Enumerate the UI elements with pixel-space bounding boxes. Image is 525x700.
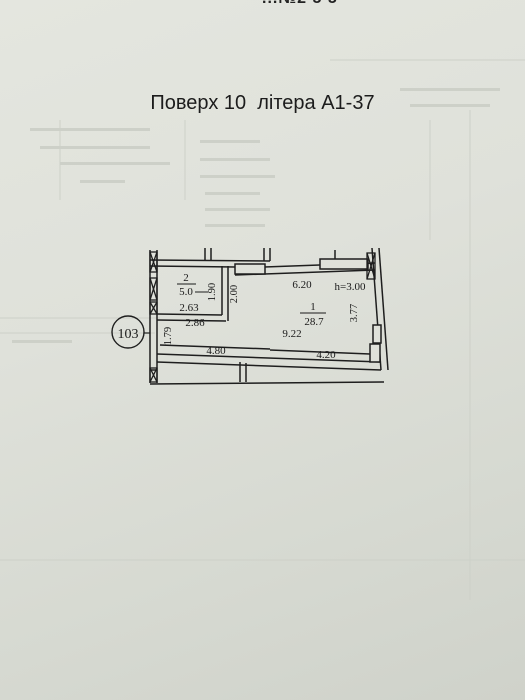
apartment-number-circle: [111, 315, 145, 349]
main-length-dim: 9.22: [282, 328, 301, 340]
floor-title: Поверх 10 літера А1-37: [150, 92, 375, 114]
bottom-wall: [156, 353, 382, 363]
bottom-right-dim: 4.20: [316, 349, 336, 361]
top-right-dim: 6.20: [292, 279, 312, 291]
room2-bottom-dim: 2.86: [185, 317, 205, 329]
room2-bottom-wall: [156, 313, 223, 316]
apartment-number: 103: [118, 327, 139, 342]
left-side-dim: 1.79: [163, 327, 174, 345]
vent-shafts: [149, 251, 376, 383]
bottom-left-dim: 4.80: [206, 345, 226, 357]
header-fragment: ...№2 5 5: [262, 0, 338, 8]
room2-number: 2: [183, 272, 189, 284]
room2-width: 2.63: [179, 302, 199, 314]
room2-right-inner-dim: 1.90: [207, 283, 218, 301]
right-side-dim: 3.77: [349, 304, 360, 322]
room1-area: 28.7: [304, 316, 324, 328]
top-wall-left: [149, 259, 271, 262]
room2-area: 5.0: [179, 286, 193, 298]
room2-right-outer-dim: 2.00: [229, 285, 240, 303]
room1-number: 1: [310, 301, 316, 313]
ceiling-height: h=3.00: [335, 281, 366, 293]
